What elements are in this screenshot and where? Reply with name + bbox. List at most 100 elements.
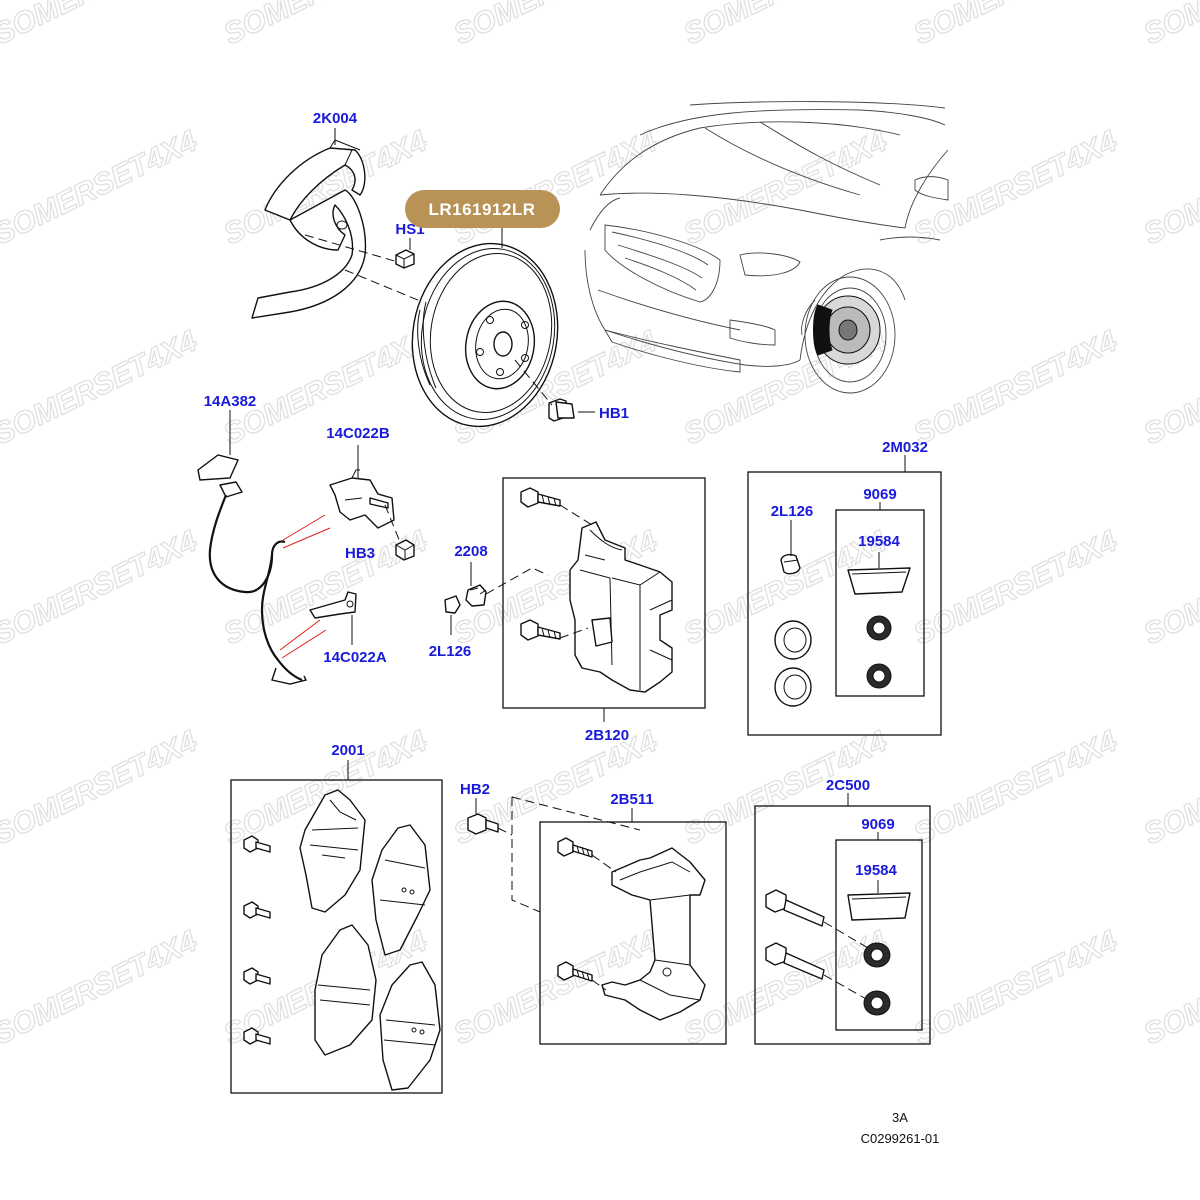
label-grease-pack-bottom[interactable]: 19584: [855, 862, 897, 879]
watermark: SOMERSET4X4: [1139, 924, 1200, 1051]
label-disc-bolt[interactable]: HB1: [599, 405, 629, 422]
brake-pads-frame: [230, 779, 443, 1094]
carrier-assembly-frame: [539, 821, 727, 1045]
label-sensor[interactable]: 14A382: [204, 393, 257, 410]
guide-bush-kit-lower: [863, 990, 891, 1016]
pad-bolt: [243, 901, 271, 919]
piston-seal-upper: [774, 620, 812, 660]
assembly-line: [497, 827, 513, 836]
pad-bolt: [243, 967, 271, 985]
carrier-bracket-part: [601, 847, 706, 1021]
label-bracket-b[interactable]: 14C022B: [326, 425, 390, 442]
brake-pad-lower-left: [314, 924, 377, 1056]
guide-bush-kit-upper: [863, 942, 891, 968]
label-pin-kit[interactable]: 2C500: [826, 777, 870, 794]
watermark-layer: SOMERSET4X4 SOMERSET4X4 SOMERSET4X4 SOME…: [0, 0, 1200, 1052]
watermark: SOMERSET4X4: [1139, 0, 1200, 51]
connection-indicator: [279, 619, 327, 659]
watermark: SOMERSET4X4: [449, 124, 663, 251]
assembly-line: [591, 854, 617, 991]
watermark: SOMERSET4X4: [0, 924, 203, 1051]
watermark: SOMERSET4X4: [0, 724, 203, 851]
label-carrier-bolt[interactable]: HB2: [460, 781, 490, 798]
assembly-line: [485, 567, 549, 595]
watermark: SOMERSET4X4: [1139, 124, 1200, 251]
badge-background: [405, 190, 560, 228]
label-pads[interactable]: 2001: [331, 742, 364, 759]
assembly-line: [511, 796, 641, 831]
grease-sachet-top: 19584: [847, 533, 911, 595]
label-bleed-screw[interactable]: 2208: [454, 543, 487, 560]
watermark: SOMERSET4X4: [449, 0, 663, 51]
bleed-cap-kit-part: 2L126: [771, 503, 814, 575]
carrier-guide-bolt-upper: [557, 837, 593, 858]
watermark: SOMERSET4X4: [1139, 324, 1200, 451]
label-bleed-cap-left[interactable]: 2L126: [429, 643, 472, 660]
pad-bolt: [243, 1027, 271, 1045]
label-bracket-a[interactable]: 14C022A: [323, 649, 387, 666]
carrier-bolt-part: HB2: [460, 781, 499, 835]
watermark: SOMERSET4X4: [0, 0, 203, 51]
label-grease-pack-top[interactable]: 19584: [858, 533, 900, 550]
label-bracket-screw[interactable]: HB3: [345, 545, 375, 562]
watermark: SOMERSET4X4: [909, 324, 1123, 451]
label-grease-top[interactable]: 9069: [863, 486, 896, 503]
guide-bush-upper: [866, 615, 892, 641]
abs-sensor-part: 14A382: [197, 393, 308, 685]
watermark: SOMERSET4X4: [679, 124, 893, 251]
assembly-line: [823, 921, 869, 1001]
watermark: SOMERSET4X4: [679, 0, 893, 51]
guide-pin-lower: [765, 942, 825, 980]
label-bleed-cap-right[interactable]: 2L126: [771, 503, 814, 520]
assembly-line: [514, 359, 553, 406]
sensor-bracket-b-part: 14C022B: [326, 425, 395, 529]
watermark: SOMERSET4X4: [0, 524, 203, 651]
assembly-line: [384, 504, 401, 543]
assembly-line: [511, 797, 541, 913]
caliper-guide-bolt-upper: [520, 487, 561, 508]
pin-kit-frame: [754, 805, 931, 1045]
footer-page: 3A: [892, 1110, 908, 1125]
bracket-screw-part: HB3: [345, 539, 415, 562]
label-caliper[interactable]: 2B120: [585, 727, 629, 744]
locator-caliper-icon: [813, 304, 833, 356]
bleed-screw-part: 2208: [454, 543, 488, 607]
carrier-guide-bolt-lower: [557, 961, 593, 982]
watermark: SOMERSET4X4: [0, 324, 203, 451]
bleed-cap-part: 2L126: [429, 595, 472, 660]
seal-kit-frame: [747, 471, 942, 736]
label-seal-kit[interactable]: 2M032: [882, 439, 928, 456]
label-carrier[interactable]: 2B511: [610, 791, 653, 808]
vehicle-locator-illustration: [584, 101, 949, 394]
guide-pin-upper: [765, 889, 825, 927]
brake-pad-lower-right: [379, 961, 441, 1091]
watermark: SOMERSET4X4: [909, 724, 1123, 851]
pad-bolt: [243, 835, 271, 853]
brake-pad-upper-right: [371, 824, 431, 956]
sensor-bracket-a-part: 14C022A: [309, 591, 387, 666]
grease-kit-frame-bottom: [835, 839, 923, 1031]
label-shield[interactable]: 2K004: [313, 110, 358, 127]
caliper-part: [569, 521, 673, 693]
watermark: SOMERSET4X4: [219, 0, 433, 51]
disc-bolt-part: HB1: [548, 398, 629, 422]
watermark: SOMERSET4X4: [909, 924, 1123, 1051]
brake-disc-part: [411, 242, 559, 428]
watermark: SOMERSET4X4: [0, 124, 203, 251]
assembly-line: [304, 234, 399, 263]
badge-part-number[interactable]: LR161912LR: [428, 200, 535, 219]
splash-shield-part: 2K004: [251, 110, 367, 319]
assembly-line: [559, 504, 593, 639]
watermark: SOMERSET4X4: [909, 0, 1123, 51]
part-number-badge[interactable]: LR161912LR: [405, 190, 560, 228]
connection-indicator: [282, 514, 331, 549]
watermark: SOMERSET4X4: [1139, 724, 1200, 851]
guide-bush-lower: [866, 663, 892, 689]
brake-pad-upper-left: [299, 789, 366, 913]
piston-seal-lower: [774, 667, 812, 707]
footer-code: C0299261-01: [861, 1131, 940, 1146]
caliper-guide-bolt-lower: [520, 619, 561, 641]
label-grease-bottom[interactable]: 9069: [861, 816, 894, 833]
locator-disc-icon: [815, 295, 881, 365]
